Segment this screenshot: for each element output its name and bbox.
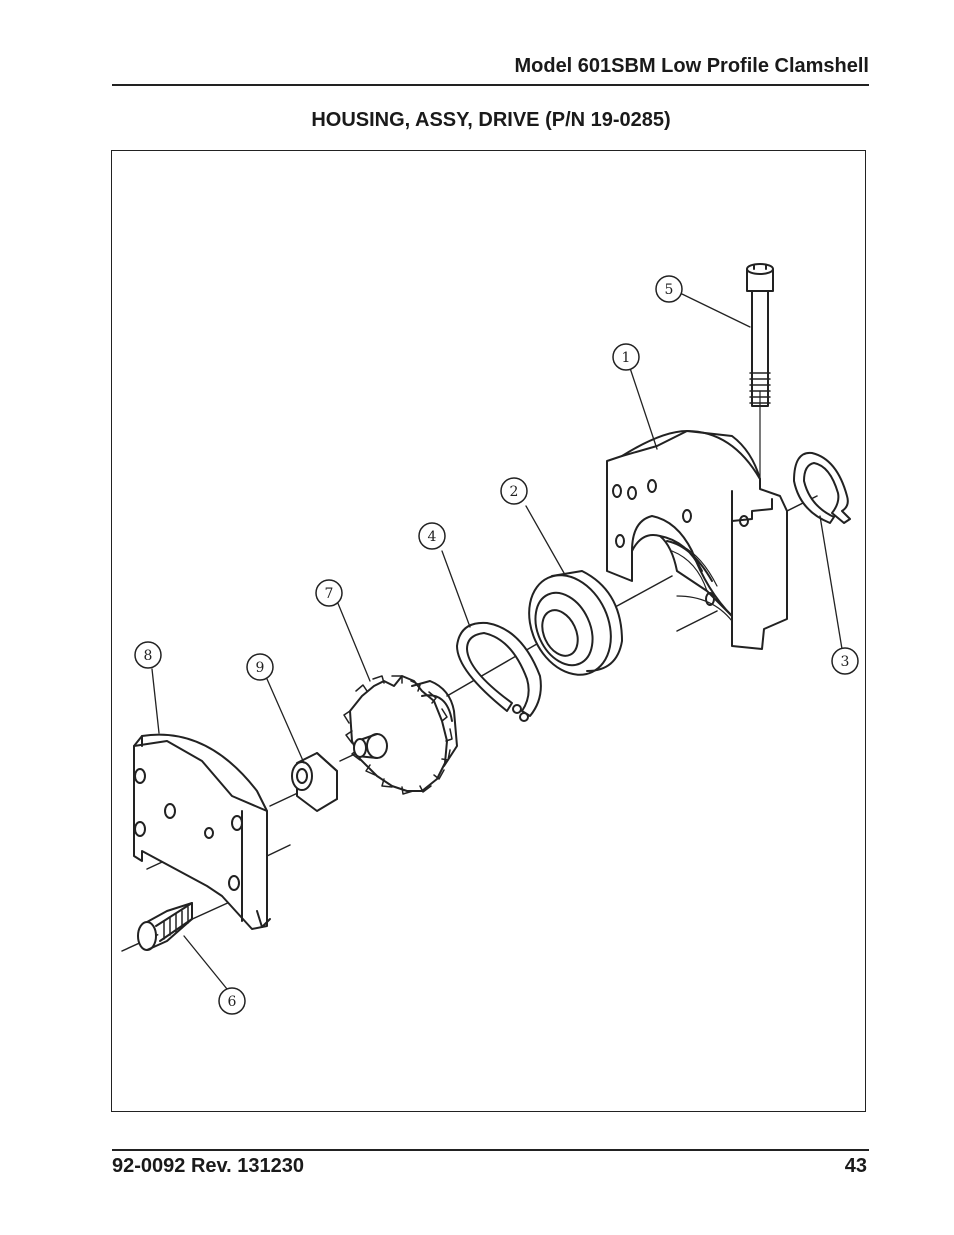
retaining-ring-inner-part bbox=[456, 621, 542, 722]
exploded-view-drawing: 1 2 3 4 5 6 7 8 bbox=[121, 263, 859, 1015]
document-header-title: Model 601SBM Low Profile Clamshell bbox=[514, 55, 869, 77]
footer-rule bbox=[112, 1149, 869, 1151]
header-rule bbox=[112, 84, 869, 86]
callout-1: 1 bbox=[612, 343, 640, 371]
callout-5-number: 5 bbox=[665, 282, 674, 298]
bushing-part bbox=[291, 752, 338, 812]
callout-2-number: 2 bbox=[510, 484, 519, 500]
cover-part bbox=[133, 733, 271, 930]
document-number: 92-0092 Rev. 131230 bbox=[112, 1155, 305, 1177]
page-number: 43 bbox=[844, 1155, 867, 1177]
callout-5: 5 bbox=[655, 275, 683, 303]
callout-7: 7 bbox=[315, 579, 343, 607]
gear-part bbox=[343, 675, 458, 795]
callout-9-number: 9 bbox=[256, 660, 265, 676]
exploded-view-figure: 1 2 3 4 5 6 7 8 bbox=[111, 150, 866, 1112]
callout-1-number: 1 bbox=[622, 350, 631, 366]
callout-6: 6 bbox=[218, 987, 246, 1015]
bolt-part bbox=[746, 263, 774, 407]
callout-8-number: 8 bbox=[144, 648, 153, 664]
callout-2: 2 bbox=[500, 477, 528, 505]
callout-4-number: 4 bbox=[428, 529, 437, 545]
callout-3: 3 bbox=[831, 647, 859, 675]
callout-3-number: 3 bbox=[841, 654, 850, 670]
callout-8: 8 bbox=[134, 641, 162, 669]
screw-part bbox=[137, 902, 193, 951]
housing-part bbox=[606, 430, 788, 650]
section-title: HOUSING, ASSY, DRIVE (P/N 19-0285) bbox=[311, 109, 671, 131]
callout-4: 4 bbox=[418, 522, 446, 550]
callout-6-number: 6 bbox=[228, 994, 237, 1010]
bearing-part bbox=[528, 570, 623, 676]
callout-9: 9 bbox=[246, 653, 274, 681]
retaining-ring-outer-part bbox=[793, 451, 851, 524]
callout-leaders bbox=[151, 293, 843, 990]
callout-7-number: 7 bbox=[325, 586, 334, 602]
